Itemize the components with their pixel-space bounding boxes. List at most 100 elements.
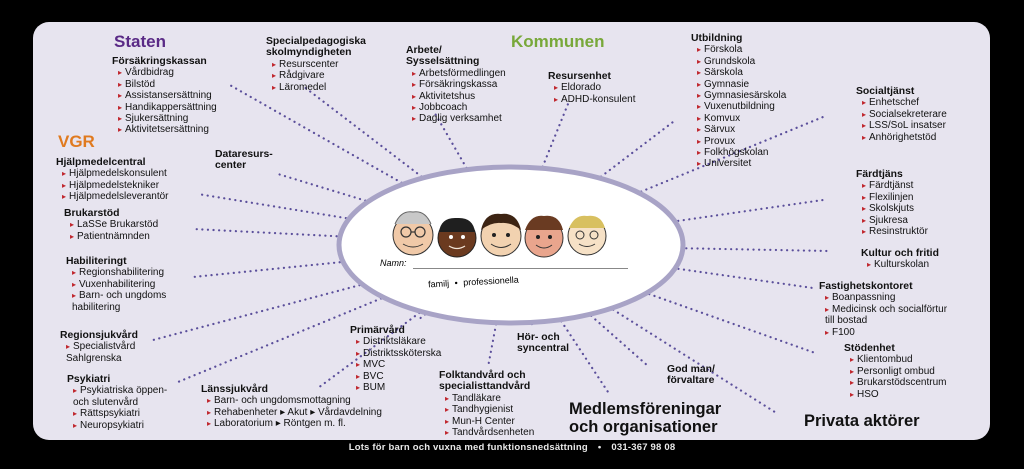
list-item: habilitering	[72, 301, 121, 313]
connector-line	[416, 313, 427, 322]
regionsjukvard-title-0: Regionsjukvård	[60, 330, 138, 341]
group-forsakringskassan: FörsäkringskassanVårdbidragBilstödAssist…	[112, 56, 217, 136]
group-arbete: Arbete/SysselsättningArbetsförmedlingenF…	[406, 45, 506, 125]
list-item: Förskola	[697, 44, 786, 56]
group-regionsjukvard: RegionsjukvårdSpecialistvårdSahlgrenska	[60, 330, 138, 364]
hor-title-1: syncentral	[517, 343, 569, 355]
group-lanssjukvard: LänssjukvårdBarn- och ungdomsmottagningR…	[201, 384, 382, 430]
fardtjans-title-0: Färdtjäns	[856, 169, 903, 180]
socialtjanst-title-0: Socialtjänst	[856, 86, 915, 97]
list-item: Universitet	[697, 158, 786, 170]
connector-line	[648, 292, 820, 356]
list-item: Bilstöd	[118, 79, 217, 91]
list-item: Komvux	[697, 113, 786, 125]
connector-line	[151, 284, 361, 342]
face-5-icon	[567, 215, 607, 256]
list-item: BUM	[356, 382, 441, 394]
group-kultur: Kultur och fritidKulturskolan	[861, 248, 939, 271]
list-item: Psykiatriska öppen-	[73, 385, 167, 397]
connector-line	[685, 247, 830, 253]
stodenhet-list: KlientombudPersonligt ombudBrukarstödsce…	[844, 354, 946, 400]
section-staten: Staten	[114, 32, 166, 51]
list-item: Regionshabilitering	[72, 267, 166, 279]
footer-dot: •	[597, 442, 602, 453]
list-item: Arbetsförmedlingen	[412, 68, 506, 80]
forsakringskassan-list: VårdbidragBilstödAssistansersättningHand…	[112, 67, 217, 136]
list-item: Resinstruktör	[862, 226, 928, 238]
medlem-line-2: och organisationer	[569, 418, 718, 436]
arbete-title-1: Sysselsättning	[406, 56, 480, 68]
list-item: Daglig verksamhet	[412, 113, 506, 125]
list-item: till bostad	[825, 315, 868, 327]
connector-line	[486, 323, 498, 369]
godman-title-0: God man/	[667, 364, 715, 375]
group-stodenhet: StödenhetKlientombudPersonligt ombudBruk…	[844, 343, 946, 400]
list-item: Kulturskolan	[867, 259, 939, 271]
specialpedagogiska-list: ResurscenterRådgivareLäromedel	[266, 59, 366, 94]
list-item: Särvux	[697, 124, 786, 136]
folktandvard-title-1: specialisttandvård	[439, 381, 531, 393]
list-item: Hjälpmedelstekniker	[62, 180, 169, 192]
list-item: Tandläkare	[445, 393, 534, 405]
fastighetskontoret-title-0: Fastighetskontoret	[819, 281, 913, 292]
list-item: Barn- och ungdoms	[72, 290, 166, 302]
socialtjanst-list: EnhetschefSocialsekreterareLSS/SoL insat…	[856, 97, 947, 143]
footer-phone: 031-367 98 08	[611, 442, 676, 453]
kultur-title-0: Kultur och fritid	[861, 248, 939, 259]
group-dataresurscenter: Dataresurs-center	[215, 149, 273, 172]
list-item: MVC	[356, 359, 441, 371]
list-item: Mun-H Center	[445, 416, 534, 428]
list-item: Klientombud	[850, 354, 946, 366]
group-fastighetskontoret: FastighetskontoretBoanpassningMedicinsk …	[819, 281, 947, 338]
primarvard-list: DistriktsläkareDistriktssköterskaMVCBVCB…	[350, 336, 441, 393]
primarvard-title-0: Primärvård	[350, 325, 405, 336]
list-item: F100	[825, 327, 947, 339]
utbildning-list: FörskolaGrundskolaSärskolaGymnasieGymnas…	[691, 44, 786, 170]
center-dot: •	[454, 277, 458, 288]
list-item: Folkhögskolan	[697, 147, 786, 159]
group-godman: God man/förvaltare	[667, 364, 715, 387]
list-item: ADHD-konsulent	[554, 94, 635, 106]
label-medlemsforeningar: Medlemsföreningar och organisationer	[569, 400, 721, 436]
connector-line	[590, 314, 650, 368]
group-resursenhet: ResursenhetEldoradoADHD-konsulent	[548, 71, 635, 106]
diagram-card: Staten VGR Kommunen FörsäkringskassanVår…	[33, 22, 990, 440]
dataresurscenter-title-0: Dataresurs-	[215, 149, 273, 160]
list-item: BVC	[356, 371, 441, 383]
connector-line	[612, 308, 780, 416]
list-item: Aktivitetshus	[412, 91, 506, 103]
list-item: Provux	[697, 136, 786, 148]
connector-line	[226, 82, 403, 184]
list-item: Hjälpmedelskonsulent	[62, 168, 169, 180]
hor-title-0: Hör- och	[517, 332, 560, 343]
group-psykiatri: PsykiatriPsykiatriska öppen-och slutenvå…	[67, 374, 167, 431]
hjalpmedelcentral-title-0: Hjälpmedelcentral	[56, 157, 146, 168]
group-brukarstod: BrukarstödLaSSe BrukarstödPatientnämnden	[64, 208, 158, 243]
list-item: Aktivitetsersättning	[118, 124, 217, 136]
family-text: familj	[427, 278, 450, 290]
arbete-list: ArbetsförmedlingenFörsäkringskassaAktivi…	[406, 68, 506, 125]
list-item: Enhetschef	[862, 97, 947, 109]
list-item: Sahlgrenska	[66, 352, 122, 364]
footer-bar: Lots för barn och vuxna med funktionsned…	[0, 442, 1024, 453]
list-item: Patientnämnden	[70, 231, 158, 243]
lanssjukvard-title-0: Länssjukvård	[201, 384, 268, 395]
list-item: Rådgivare	[272, 70, 366, 82]
connector-line	[677, 198, 825, 222]
psykiatri-list: Psykiatriska öppen-och slutenvårdRättsps…	[67, 385, 167, 431]
connector-line	[196, 192, 347, 220]
connector-line	[276, 172, 367, 202]
list-item: Socialsekreterare	[862, 109, 947, 121]
list-item: Hjälpmedelsleverantör	[62, 191, 169, 203]
name-line	[413, 268, 628, 269]
resursenhet-title-0: Resursenhet	[548, 71, 611, 82]
arbete-title-0: Arbete/	[406, 45, 442, 56]
list-item: Tandhygienist	[445, 404, 534, 416]
list-item: Grundskola	[697, 56, 786, 68]
habilitering-title-0: Habiliteringt	[66, 256, 127, 267]
forsakringskassan-title-0: Försäkringskassan	[112, 56, 207, 67]
list-item: Handikappersättning	[118, 102, 217, 114]
list-item: Specialistvård	[66, 341, 138, 353]
connector-line	[640, 115, 825, 193]
list-item: Särskola	[697, 67, 786, 79]
